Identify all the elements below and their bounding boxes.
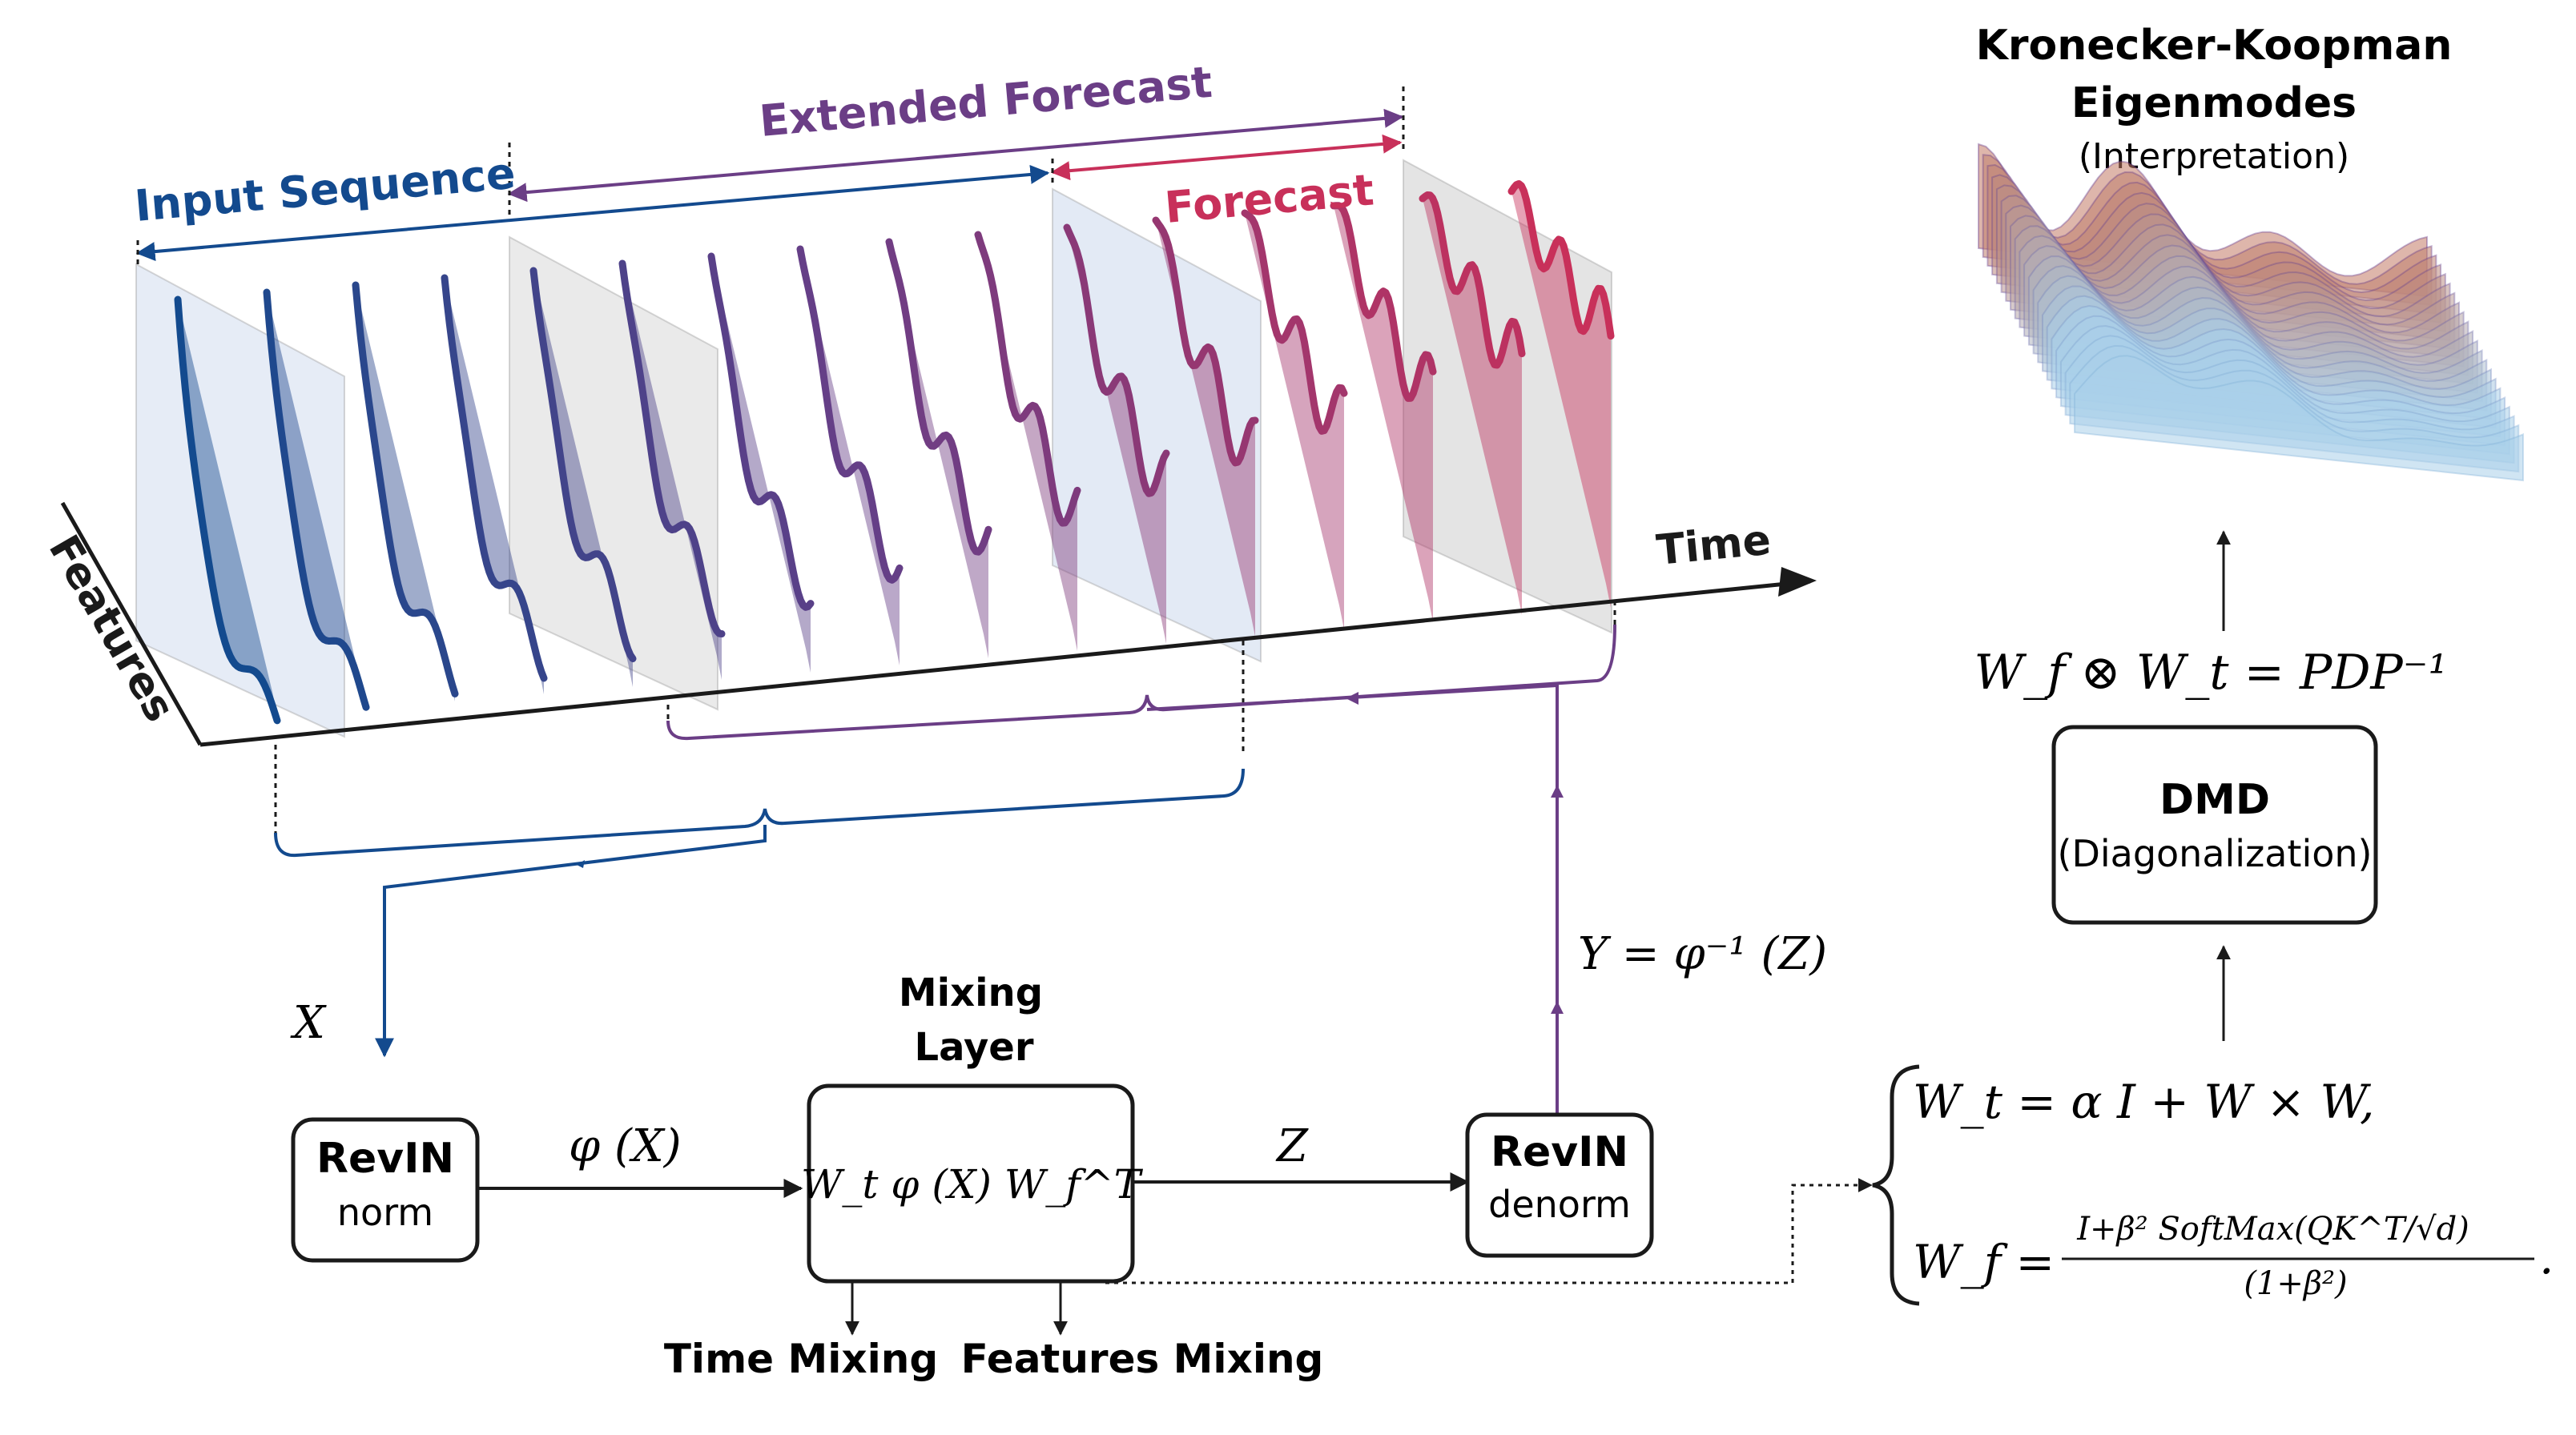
weights-formulas: W_t = α I + W × W, W_f = I+β² SoftMax(QK… — [1872, 1064, 2554, 1306]
left-brace — [1872, 1064, 1920, 1306]
forecast-end-panel — [1403, 159, 1612, 634]
z-label: Z — [1275, 1120, 1309, 1172]
slice-line-12 — [1152, 216, 1259, 467]
forecast-span-arrow — [1050, 134, 1403, 181]
wf-numerator: I+β² SoftMax(QK^T/√d) — [2076, 1211, 2469, 1248]
sequence-panels — [135, 159, 1612, 738]
slice-fill-6 — [622, 263, 722, 680]
phi-x-label: φ (X) — [569, 1120, 682, 1172]
forecast-start-panel — [1052, 187, 1262, 663]
y-inverse-label: Y = φ⁻¹ (Z) — [1578, 928, 1827, 980]
input-window-brace — [274, 768, 1245, 858]
slice-line-1 — [174, 295, 281, 725]
extended-panel — [509, 235, 718, 711]
revin-denorm-box: RevIN denorm — [1465, 1112, 1654, 1258]
slice-line-5 — [529, 267, 637, 662]
slice-line-13 — [1241, 209, 1348, 435]
slice-fill-2 — [267, 292, 366, 709]
dmd-title: DMD — [2159, 776, 2270, 824]
output-window-brace — [666, 624, 1616, 741]
slice-line-6 — [618, 259, 726, 637]
slice-fill-7 — [711, 256, 811, 673]
slice-fill-8 — [800, 249, 900, 665]
output-flow-line — [1146, 683, 1559, 1116]
slice-line-4 — [441, 274, 548, 682]
sequence-spans: Input Sequence Extended Forecast Forecas… — [133, 57, 1405, 264]
slice-fill-14 — [1334, 205, 1433, 622]
mixing-layer-formula: W_t φ (X) W_f^T — [801, 1161, 1144, 1208]
time-axis — [199, 579, 1811, 747]
eigen-ribbon-22 — [2074, 355, 2524, 482]
mixing-layer-title-2: Layer — [914, 1025, 1033, 1070]
extended-forecast-label: Extended Forecast — [758, 57, 1214, 147]
slice-line-3 — [352, 281, 459, 697]
revin-norm-title: RevIN — [316, 1135, 454, 1183]
slice-line-11 — [1063, 223, 1170, 497]
slice-line-8 — [796, 245, 904, 584]
slice-line-7 — [707, 252, 815, 611]
slice-fill-1 — [178, 299, 277, 721]
flow-connections — [375, 530, 2231, 1336]
eigenmodes-surface — [1978, 143, 2524, 482]
time-mixing-label: Time Mixing — [664, 1336, 938, 1382]
window-braces — [274, 601, 1616, 858]
revin-denorm-title: RevIN — [1491, 1128, 1628, 1176]
wt-equation: W_t = α I + W × W, — [1913, 1075, 2374, 1129]
kronecker-formula: W_f ⊗ W_t = PDP⁻¹ — [1974, 645, 2447, 701]
input-sequence-label: Input Sequence — [133, 148, 517, 231]
wf-lhs: W_f = — [1913, 1235, 2055, 1289]
revin-denorm-sub: denorm — [1488, 1183, 1631, 1226]
slice-line-9 — [885, 238, 992, 556]
x-label: X — [290, 997, 327, 1049]
dmd-sub: (Diagonalization) — [2058, 832, 2373, 875]
slice-line-15 — [1419, 191, 1526, 369]
time-axis-arrowhead — [1778, 567, 1817, 597]
slice-line-10 — [974, 231, 1081, 527]
slice-line-16 — [1507, 180, 1615, 340]
features-axis — [60, 501, 203, 746]
features-mixing-label: Features Mixing — [961, 1336, 1324, 1382]
time-axis-label: Time — [1654, 517, 1773, 575]
slice-line-14 — [1330, 202, 1437, 402]
weights-dotted-link — [1105, 1178, 1873, 1284]
mixing-layer-box: Mixing Layer W_t φ (X) W_f^T — [801, 971, 1144, 1284]
extended-span-arrow — [507, 108, 1404, 203]
eigen-title-2: Eigenmodes — [2071, 79, 2357, 127]
dmd-box: DMD (Diagonalization) — [2051, 725, 2378, 925]
slice-fill-15 — [1423, 195, 1522, 615]
revin-norm-box: RevIN norm — [291, 1117, 480, 1263]
revin-norm-sub: norm — [337, 1191, 433, 1234]
mixing-layer-title-1: Mixing — [899, 971, 1043, 1015]
slice-fill-16 — [1511, 183, 1611, 608]
eigen-title-1: Kronecker-Koopman — [1976, 22, 2453, 70]
slice-fill-3 — [356, 285, 455, 701]
waveform-slices — [174, 180, 1615, 725]
slice-fill-5 — [533, 271, 633, 687]
input-flow-line — [375, 825, 767, 1058]
wf-period: . — [2539, 1230, 2554, 1284]
slice-line-2 — [263, 288, 370, 711]
wf-denominator: (1+β²) — [2244, 1265, 2347, 1302]
